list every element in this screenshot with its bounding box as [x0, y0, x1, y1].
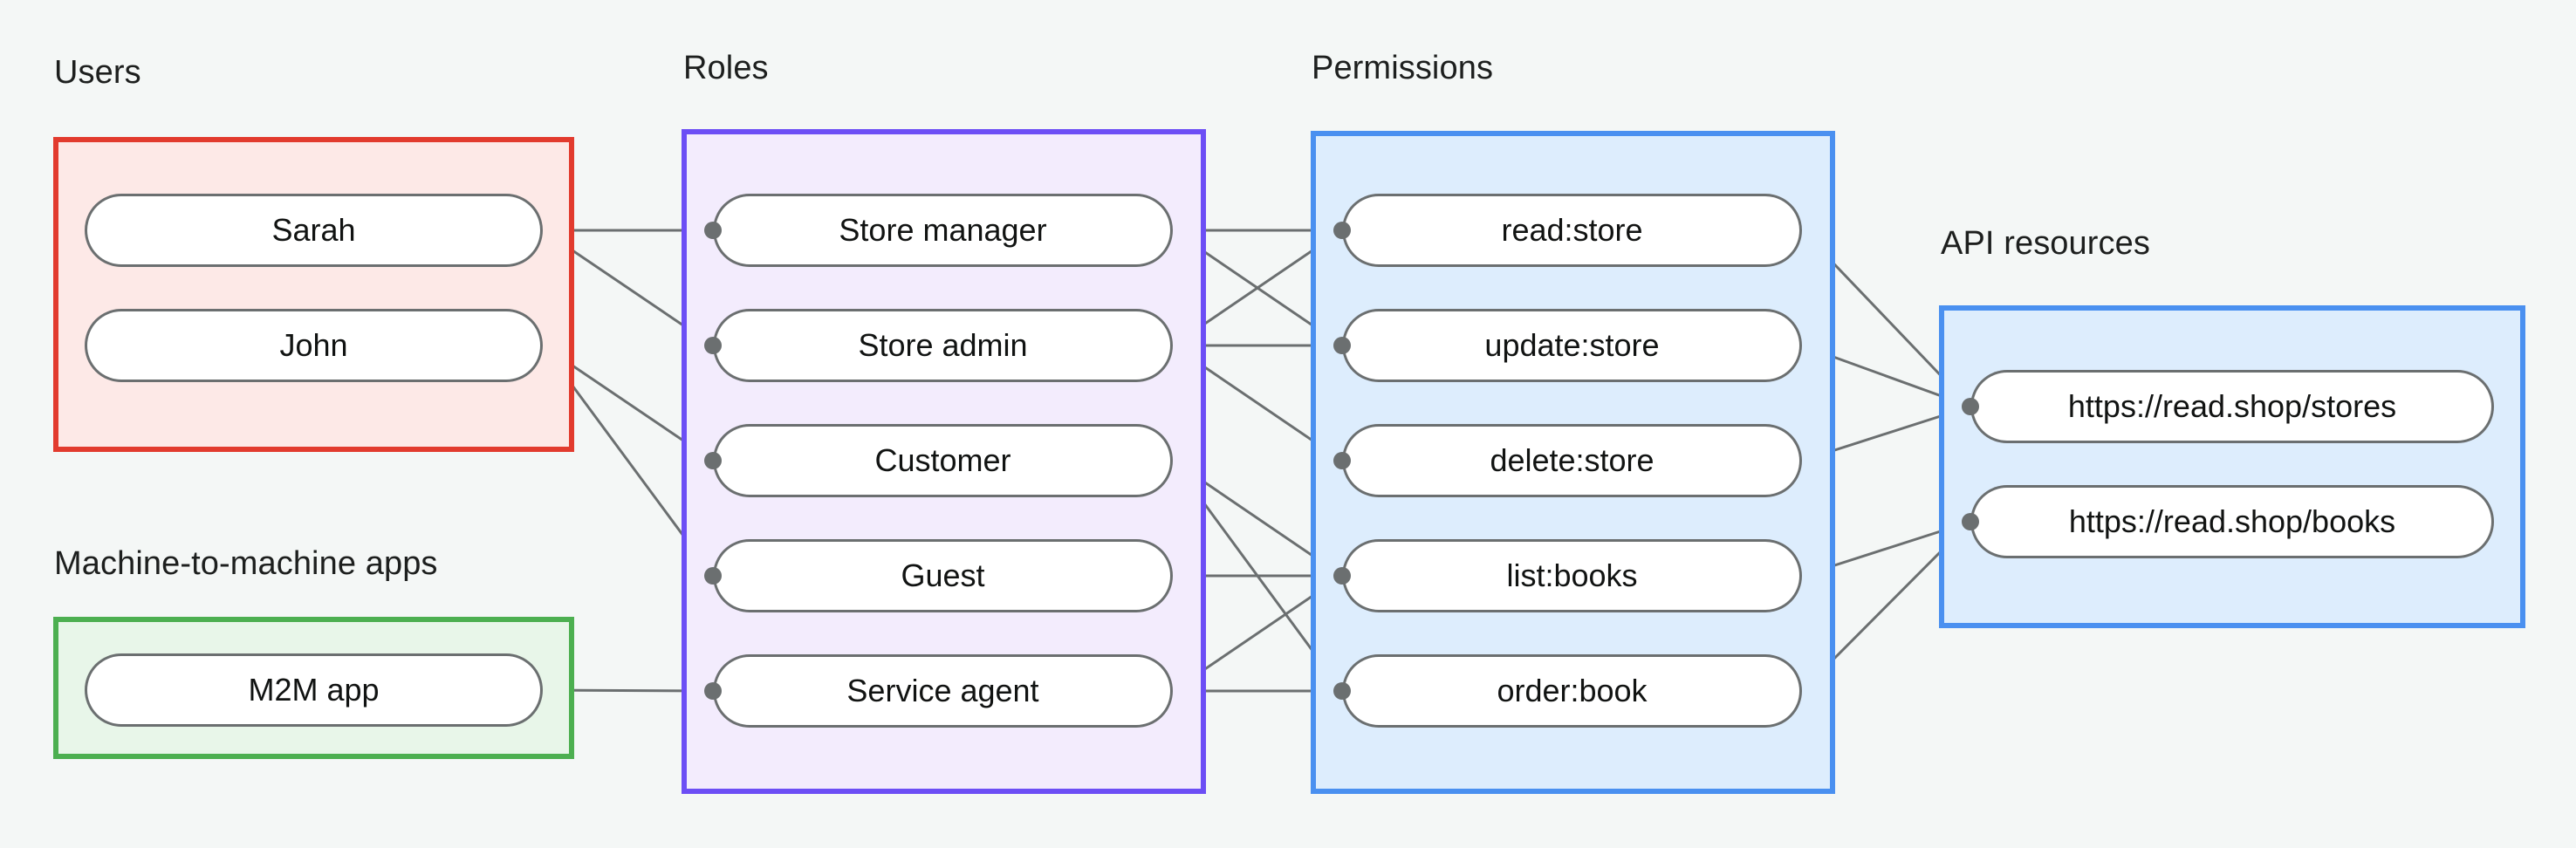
node-john[interactable]: John — [85, 309, 543, 382]
node-read-store[interactable]: read:store — [1342, 194, 1802, 267]
connector-dot-res-books — [1962, 513, 1979, 530]
connector-dot-update-store — [1333, 337, 1351, 354]
group-title-api-resources: API resources — [1941, 225, 2150, 262]
group-box-users — [53, 137, 574, 452]
node-service-agent[interactable]: Service agent — [713, 654, 1173, 728]
connector-dot-list-books — [1333, 567, 1351, 585]
node-store-admin[interactable]: Store admin — [713, 309, 1173, 382]
node-res-stores[interactable]: https://read.shop/stores — [1970, 370, 2494, 443]
node-delete-store[interactable]: delete:store — [1342, 424, 1802, 497]
node-order-book[interactable]: order:book — [1342, 654, 1802, 728]
connector-dot-guest — [704, 567, 722, 585]
group-title-users: Users — [54, 54, 141, 91]
node-sarah[interactable]: Sarah — [85, 194, 543, 267]
node-res-books[interactable]: https://read.shop/books — [1970, 485, 2494, 558]
connector-dot-delete-store — [1333, 452, 1351, 469]
node-m2mapp[interactable]: M2M app — [85, 653, 543, 727]
group-box-api-resources — [1939, 305, 2525, 628]
connector-dot-order-book — [1333, 682, 1351, 700]
node-update-store[interactable]: update:store — [1342, 309, 1802, 382]
node-list-books[interactable]: list:books — [1342, 539, 1802, 612]
node-guest[interactable]: Guest — [713, 539, 1173, 612]
connector-dot-res-stores — [1962, 398, 1979, 415]
connector-dot-customer — [704, 452, 722, 469]
connector-dot-store-admin — [704, 337, 722, 354]
node-customer[interactable]: Customer — [713, 424, 1173, 497]
connector-dot-store-manager — [704, 222, 722, 239]
connector-dot-read-store — [1333, 222, 1351, 239]
group-title-m2m: Machine-to-machine apps — [54, 545, 438, 582]
group-title-roles: Roles — [683, 50, 769, 86]
connector-dot-service-agent — [704, 682, 722, 700]
group-title-permissions: Permissions — [1312, 50, 1494, 86]
node-store-manager[interactable]: Store manager — [713, 194, 1173, 267]
